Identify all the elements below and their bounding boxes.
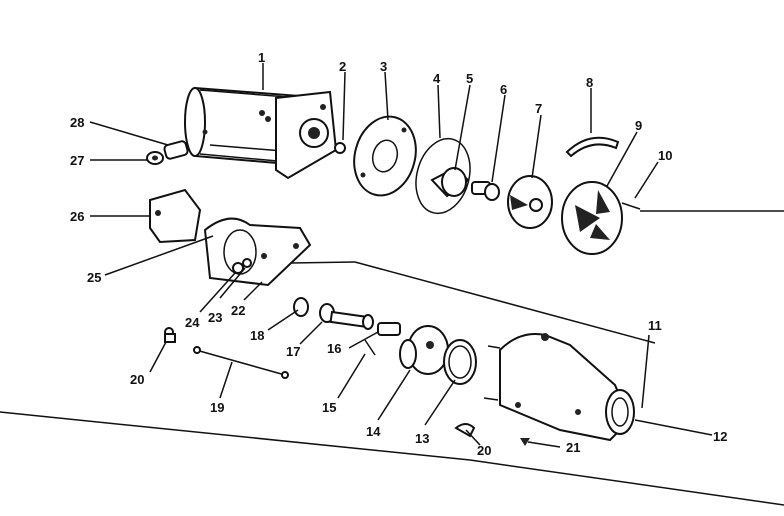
callout-17: 17 [286, 344, 300, 359]
callout-1: 1 [258, 50, 265, 65]
callout-11: 11 [648, 318, 662, 333]
callout-4: 4 [433, 71, 441, 86]
callout-22: 22 [231, 303, 245, 318]
ejector-14 [399, 325, 449, 375]
callout-23: 23 [208, 310, 222, 325]
washer-2 [334, 142, 346, 154]
nut-27 [146, 151, 164, 165]
callout-26: 26 [70, 209, 84, 224]
callout-28: 28 [70, 115, 84, 130]
callout-9: 9 [635, 118, 642, 133]
fitting-16 [377, 322, 401, 336]
callout-16: 16 [327, 341, 341, 356]
motor [184, 86, 338, 180]
pressure-switch-26 [149, 188, 202, 244]
gasket-13 [443, 339, 477, 385]
callout-25: 25 [87, 270, 101, 285]
callout-2: 2 [339, 59, 346, 74]
fitting-28 [163, 140, 189, 160]
callout-6: 6 [500, 82, 507, 97]
seal-plate-3 [353, 115, 417, 197]
callout-20-left: 20 [130, 372, 144, 387]
bolt-17 [319, 303, 374, 330]
pump-housing-12 [483, 333, 635, 442]
o-ring-4 [415, 137, 471, 215]
callout-19: 19 [210, 400, 224, 415]
plug-20-bottom [454, 423, 476, 438]
mounting-bracket-25 [203, 217, 312, 287]
callout-labels: 1 2 3 4 5 6 7 8 9 10 11 12 13 14 15 16 1… [70, 50, 727, 458]
callout-12: 12 [713, 429, 727, 444]
callout-8: 8 [586, 75, 593, 90]
callout-7: 7 [535, 101, 542, 116]
o-ring-18 [293, 297, 309, 317]
callout-13: 13 [415, 431, 429, 446]
callout-20-bottom: 20 [477, 443, 491, 458]
plug-21 [520, 438, 530, 446]
assembly-guide-lines [0, 210, 784, 506]
callout-18: 18 [250, 328, 264, 343]
diffuser-plate-9 [561, 181, 623, 255]
callout-3: 3 [380, 59, 387, 74]
nut-24 [232, 262, 244, 274]
callout-10: 10 [658, 148, 672, 163]
diffuser-5 [430, 166, 470, 198]
callout-27: 27 [70, 153, 84, 168]
washer-23 [242, 258, 252, 268]
seal-6 [471, 181, 500, 201]
callout-15: 15 [322, 400, 336, 415]
pin-10 [621, 202, 641, 210]
callout-14: 14 [366, 424, 381, 439]
plug-20-left [164, 327, 176, 343]
tube-19 [193, 346, 289, 379]
leader-lines [89, 63, 713, 448]
callout-24: 24 [185, 315, 200, 330]
screw-15 [364, 339, 376, 356]
impeller-7 [507, 175, 553, 229]
callout-5: 5 [466, 71, 473, 86]
callout-21: 21 [566, 440, 580, 455]
gasket-strip-8 [565, 136, 620, 158]
